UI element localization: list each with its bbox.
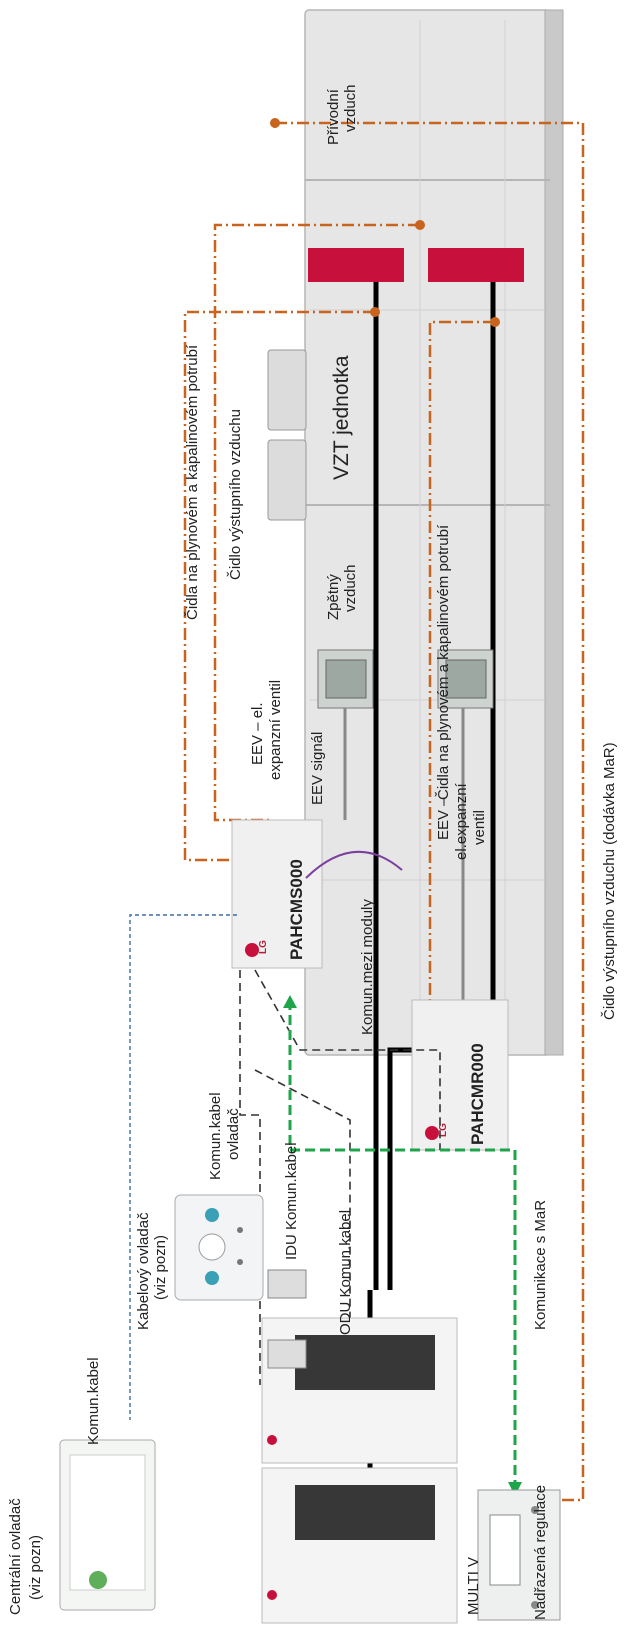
fan-icon: [268, 350, 306, 430]
pahcms-label: PAHCMS000: [287, 859, 306, 960]
pahcms000-module: LG PAHCMS000: [232, 820, 322, 968]
supply-air-label: Přívodní: [325, 88, 342, 145]
eev-signal-label: EEV signál: [309, 732, 326, 805]
eev-label-2c: ventil: [471, 810, 488, 845]
terminal-block-icon: [268, 1340, 306, 1368]
pahcmr000-module: LG PAHCMR000: [412, 1000, 508, 1150]
lg-logo: [425, 1126, 439, 1140]
pipe-sensors-label-2: Čidla na plynovém a kapalinovém potrubí: [435, 524, 452, 800]
sensor-dot: [270, 118, 280, 128]
eev-label-1b: expanzní ventil: [267, 680, 284, 780]
fan-icon: [268, 440, 306, 520]
lg-logo-text: LG: [258, 940, 269, 954]
eev-label-2b: el.expanzní: [453, 782, 470, 860]
odu-cable-label: ODU Komun.kabel: [337, 1210, 354, 1335]
central-controller-label: Centrální ovladač: [7, 1498, 24, 1615]
idu-cable-label: IDU Komun.kabel: [283, 1142, 300, 1260]
inter-module-label: Komun.mezi moduly: [359, 899, 376, 1035]
return-air-label: Zpětný: [325, 574, 342, 620]
supply-air-label-2: vzduch: [342, 84, 359, 132]
central-cable-label: Komun.kabel: [85, 1357, 102, 1445]
pipe-sensors-label-1: Čidla na plynovém a kapalinovém potrubí: [184, 344, 201, 620]
mar-sensor-label: Čidlo výstupního vzduchu (dodávka MaR): [601, 742, 618, 1020]
sensor-dot: [415, 220, 425, 230]
controller-cable-label: Komun.kabel: [207, 1092, 224, 1180]
dx-coil-1: [308, 248, 404, 282]
arrow-up-icon: [283, 995, 297, 1008]
multi-v-outdoor-unit: [262, 1270, 457, 1623]
terminal-block-icon: [268, 1270, 306, 1298]
multi-v-label: MULTI V: [465, 1557, 482, 1615]
lg-logo: [245, 943, 259, 957]
central-controller-label-2: (viz pozn): [27, 1535, 44, 1600]
mar-comm-label: Komunikace s MaR: [532, 1200, 549, 1330]
sensor-dot: [370, 307, 380, 317]
eev-label-2: EEV –: [435, 797, 452, 840]
wired-controller: [175, 1195, 263, 1300]
outlet-air-sensor-label: Čidlo výstupního vzduchu: [227, 409, 244, 580]
central-controller: [60, 1440, 155, 1610]
wired-controller-label-2: (viz pozn): [152, 1235, 169, 1300]
ahu-label: VZT jednotka: [330, 355, 353, 480]
dx-coil-2: [428, 248, 524, 282]
wired-controller-label: Kabelový ovladač: [135, 1212, 152, 1330]
mar-controller-label: Nadřazená regulace: [532, 1485, 549, 1620]
controller-cable-label-2: ovladač: [225, 1108, 242, 1160]
return-air-label-2: vzduch: [342, 564, 359, 612]
eev-label-1: EEV – el.: [249, 702, 266, 765]
pahcmr-label: PAHCMR000: [468, 1043, 487, 1145]
sensor-dot: [490, 317, 500, 327]
